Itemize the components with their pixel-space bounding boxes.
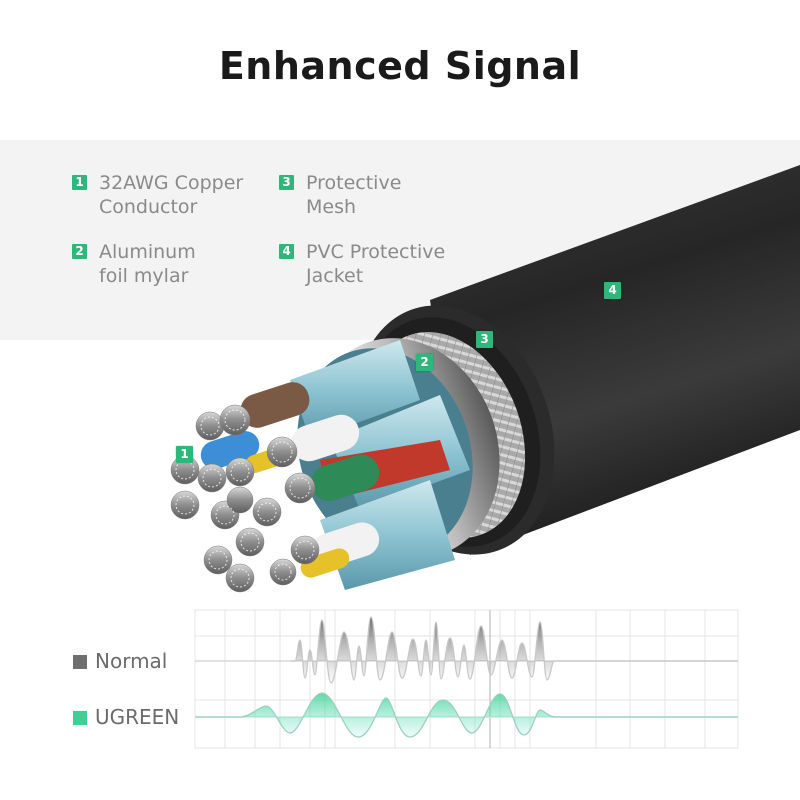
signal-comparison-waveform: [194, 609, 739, 749]
page-title: Enhanced Signal: [218, 44, 582, 88]
spec-number-badge: 1: [72, 175, 87, 190]
spec-item-foil: 2 Aluminum foil mylar: [72, 240, 272, 288]
spec-label: PVC Protective Jacket: [306, 241, 446, 287]
spec-label: Protective Mesh: [306, 172, 402, 218]
callout-badge-mesh: 3: [476, 331, 493, 348]
spec-item-mesh: 3 Protective Mesh: [279, 171, 479, 219]
legend-label-ugreen: UGREEN: [95, 705, 180, 729]
spec-item-conductor: 1 32AWG Copper Conductor: [72, 171, 272, 219]
spec-label: 32AWG Copper Conductor: [99, 172, 244, 218]
spec-number-badge: 4: [279, 244, 294, 259]
callout-badge-jacket: 4: [604, 282, 621, 299]
callout-badge-conductor: 1: [176, 446, 193, 463]
callout-badge-foil: 2: [416, 354, 433, 371]
legend-swatch-ugreen-icon: [73, 711, 87, 725]
legend-item-normal: Normal: [73, 649, 167, 673]
spec-number-badge: 3: [279, 175, 294, 190]
spec-number-badge: 2: [72, 244, 87, 259]
legend-item-ugreen: UGREEN: [73, 705, 179, 729]
spec-label: Aluminum foil mylar: [99, 241, 196, 287]
cable-cross-section-illustration: [170, 165, 800, 593]
legend-swatch-normal-icon: [73, 655, 87, 669]
legend-label-normal: Normal: [95, 649, 168, 673]
spec-item-jacket: 4 PVC Protective Jacket: [279, 240, 479, 288]
